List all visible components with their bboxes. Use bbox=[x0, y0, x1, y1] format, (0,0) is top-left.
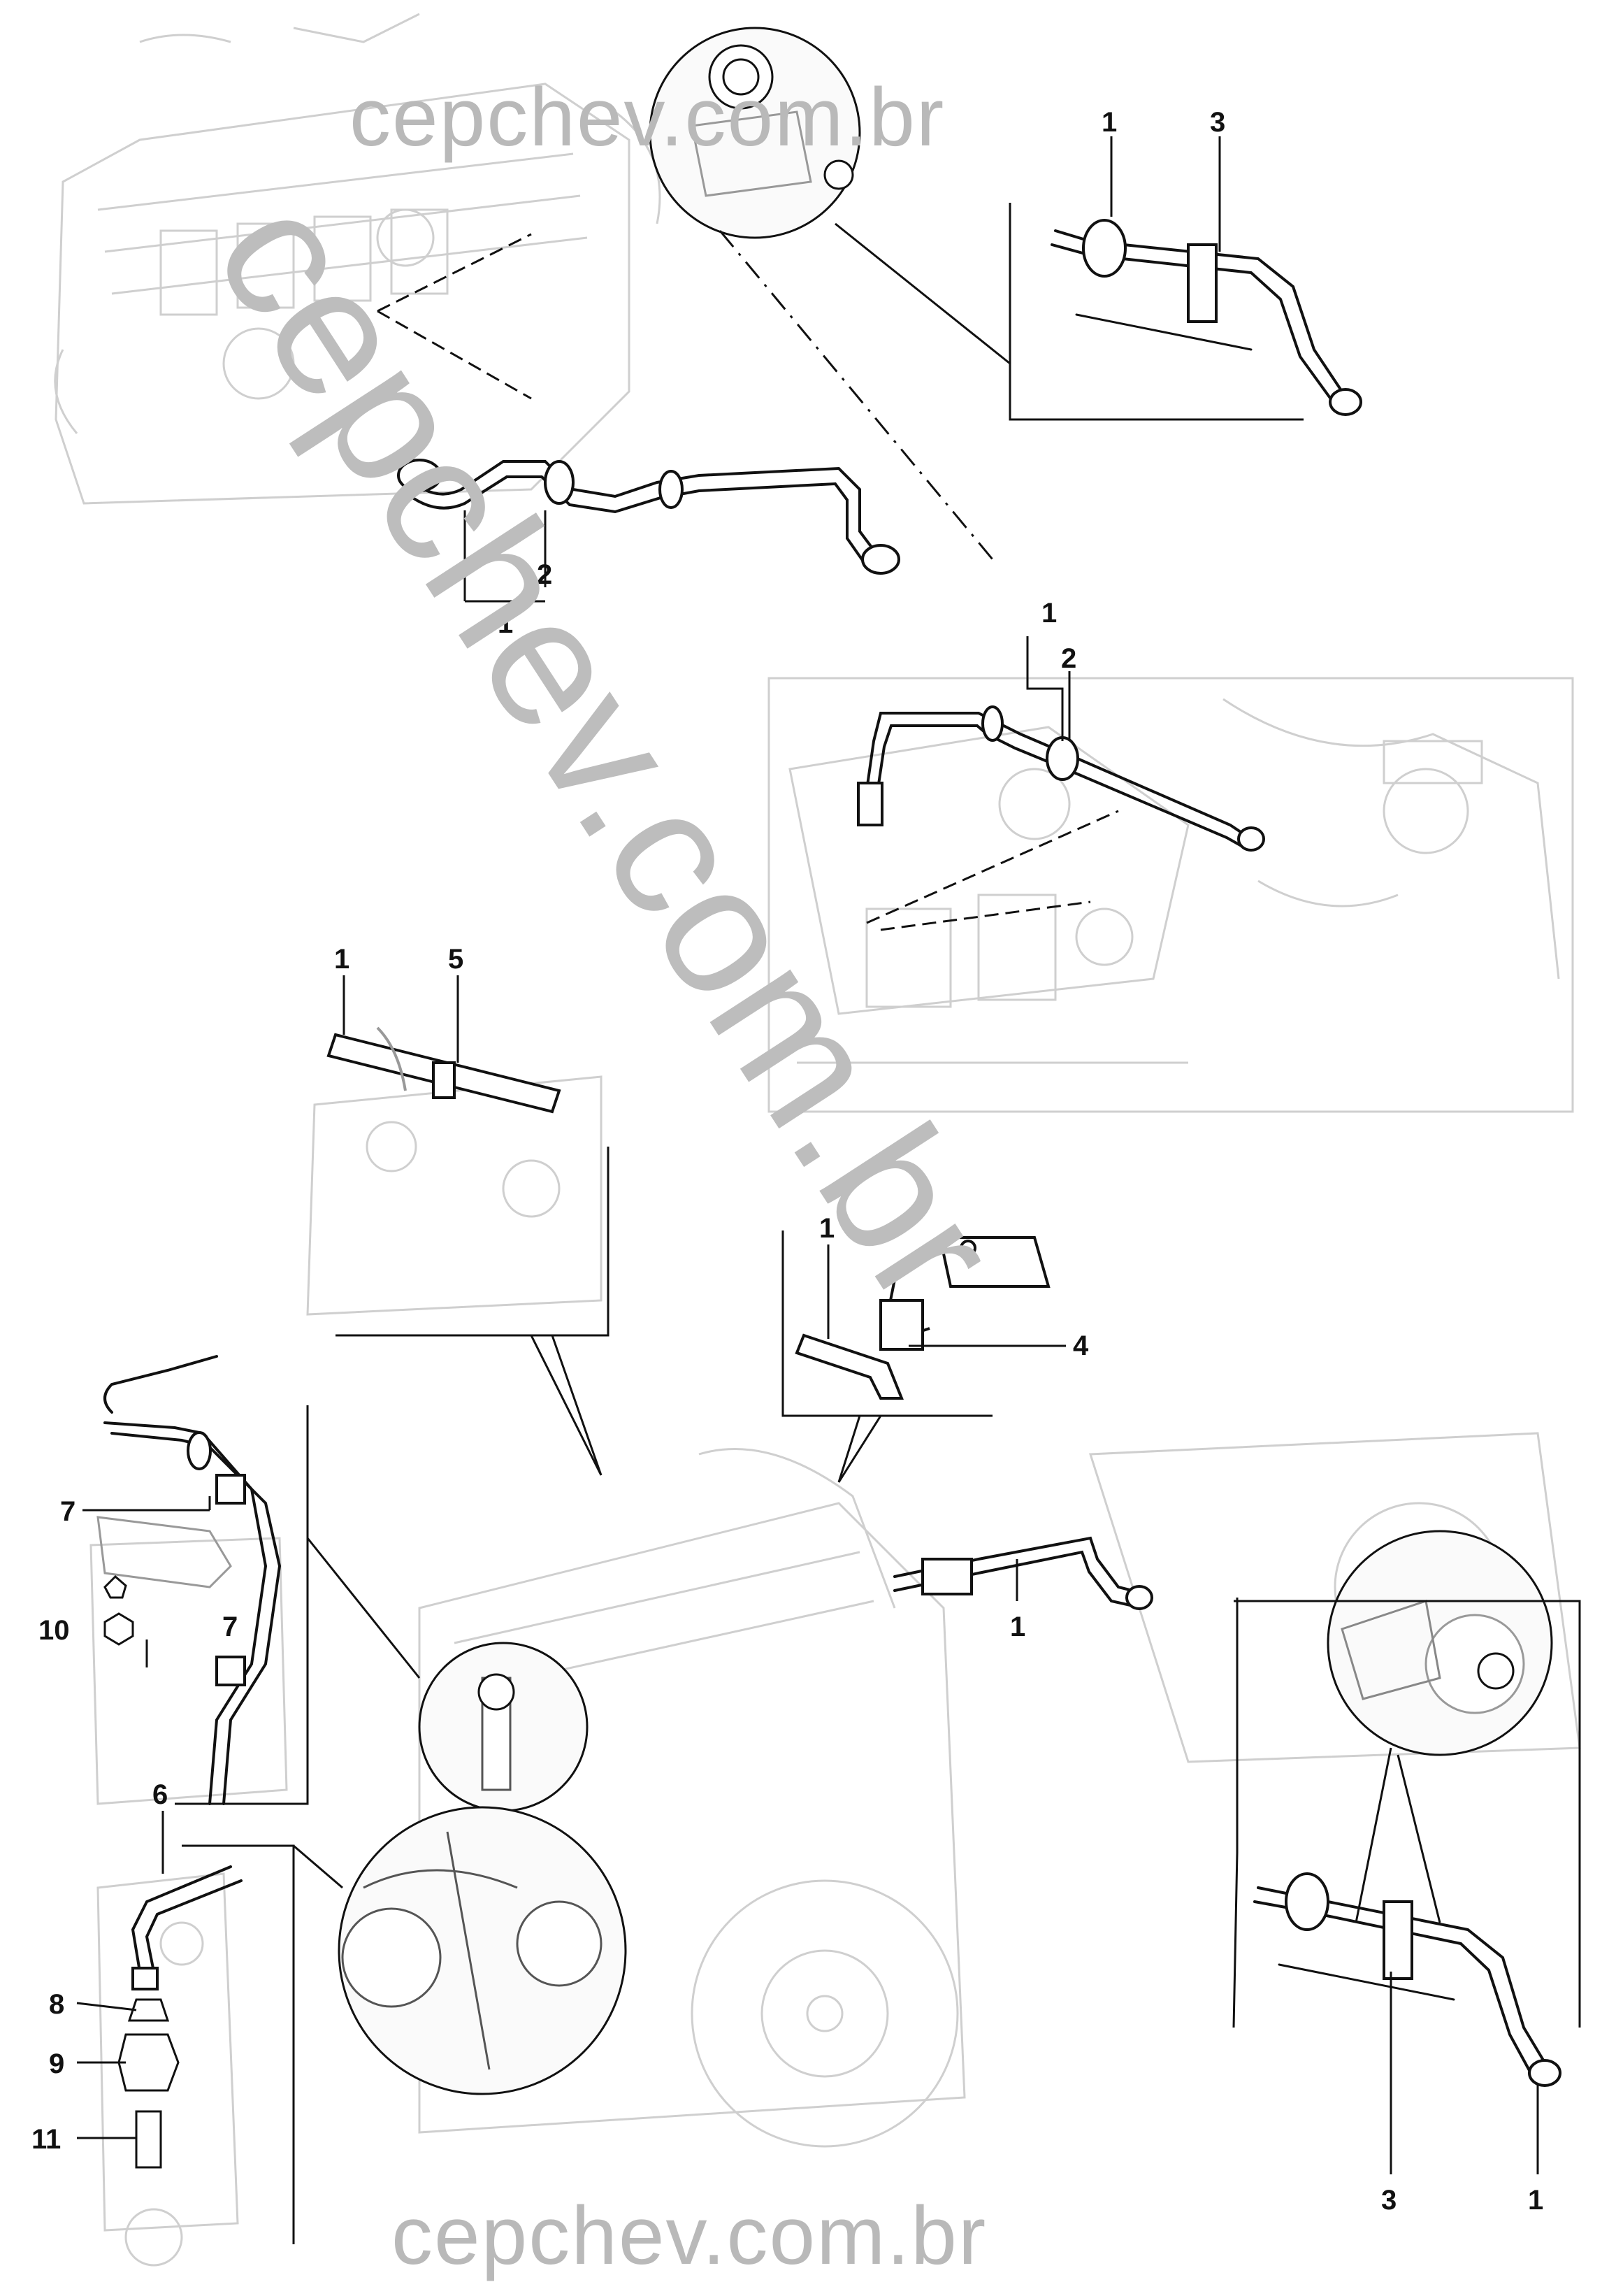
callout-3: 3 bbox=[1210, 107, 1225, 138]
callout-8: 8 bbox=[49, 1989, 64, 2020]
detail-circle-center-small bbox=[418, 1642, 589, 1812]
callout-1: 1 bbox=[498, 608, 513, 639]
vacuum-tube-detail-7-10 bbox=[96, 1355, 282, 1805]
vacuum-tube-detail-6 bbox=[117, 1865, 243, 2169]
callout-1: 1 bbox=[1102, 107, 1117, 138]
vacuum-tube-detail-top-right bbox=[1051, 219, 1362, 416]
callout-6: 6 bbox=[152, 1779, 168, 1810]
vacuum-tube-center-right bbox=[893, 1536, 1153, 1610]
detail-circle-center-large bbox=[338, 1806, 627, 2095]
watermark-bottom: cepchev.com.br bbox=[391, 2190, 988, 2282]
callout-11: 11 bbox=[31, 2124, 61, 2155]
watermark-top: cepchev.com.br bbox=[349, 71, 946, 164]
callout-10: 10 bbox=[38, 1615, 70, 1646]
vacuum-tube-middle-right bbox=[857, 705, 1265, 852]
callout-3: 3 bbox=[1381, 2185, 1397, 2216]
callout-leaders bbox=[76, 136, 1539, 2174]
callout-1: 1 bbox=[819, 1213, 835, 1244]
vacuum-tube-detail-bottom-right bbox=[1253, 1872, 1561, 2087]
vacuum-tube-detail-1-5 bbox=[326, 1026, 561, 1114]
callout-5: 5 bbox=[448, 944, 463, 975]
callout-1: 1 bbox=[334, 944, 349, 975]
callout-2: 2 bbox=[537, 559, 552, 590]
callout-1: 1 bbox=[1041, 598, 1057, 629]
callout-1: 1 bbox=[1528, 2185, 1543, 2216]
callout-7: 7 bbox=[60, 1496, 75, 1527]
check-valve-detail-1-4 bbox=[795, 1236, 1051, 1400]
nut-10-icon bbox=[103, 1612, 134, 1646]
leader-frames bbox=[175, 203, 1581, 2244]
callout-1: 1 bbox=[1010, 1612, 1025, 1642]
callout-7: 7 bbox=[222, 1612, 238, 1642]
callout-4: 4 bbox=[1073, 1330, 1089, 1361]
callout-2: 2 bbox=[1061, 643, 1076, 674]
engine-sketch-middle-right bbox=[767, 677, 1574, 1113]
vacuum-tube-top bbox=[397, 459, 900, 575]
callout-labels: 1 3 2 1 1 2 1 5 1 4 7 10 7 6 1 8 9 11 3 … bbox=[31, 107, 1543, 2216]
engine-sketch-lower-left bbox=[89, 1537, 288, 2267]
detail-circle-top bbox=[649, 27, 861, 239]
callout-9: 9 bbox=[49, 2049, 64, 2079]
detail-circle-right bbox=[1327, 1530, 1553, 1756]
